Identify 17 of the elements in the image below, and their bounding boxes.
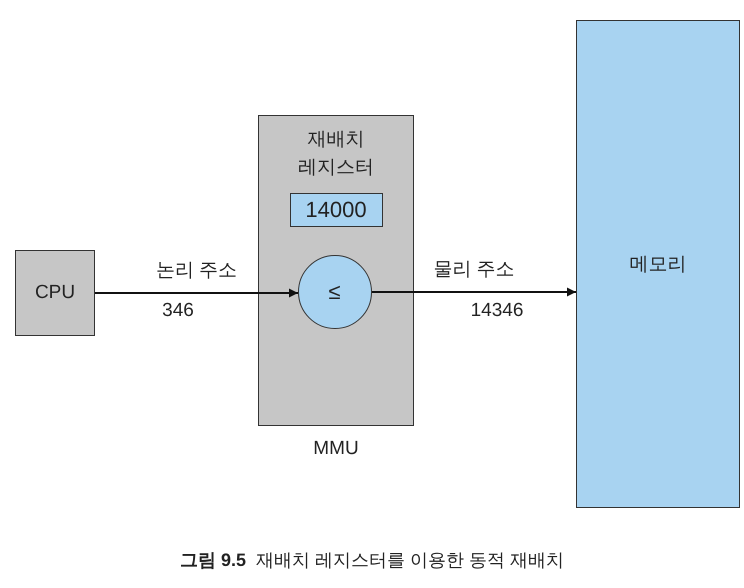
- box-caption: MMU: [312, 438, 360, 460]
- box-heading: 재배치 레지스터: [297, 128, 375, 180]
- edge-label: 논리 주소: [154, 259, 238, 283]
- node-label: 14000: [305, 196, 367, 222]
- node-label: 메모리: [630, 253, 686, 277]
- node-label: CPU: [34, 282, 76, 304]
- figure-caption: 그림 9.5 재배치 레지스터를 이용한 동적 재배치: [178, 549, 566, 572]
- cpu-box: [15, 250, 95, 336]
- arrow: [95, 288, 298, 298]
- address-value: 14346: [470, 300, 524, 322]
- arrow: [372, 288, 576, 296]
- mmu-box: [258, 115, 414, 426]
- register-box: [290, 192, 382, 226]
- address-value: 346: [161, 300, 195, 322]
- node-label: ≤: [328, 278, 341, 304]
- memory-box: [576, 20, 740, 508]
- edge-label: 물리 주소: [432, 258, 516, 282]
